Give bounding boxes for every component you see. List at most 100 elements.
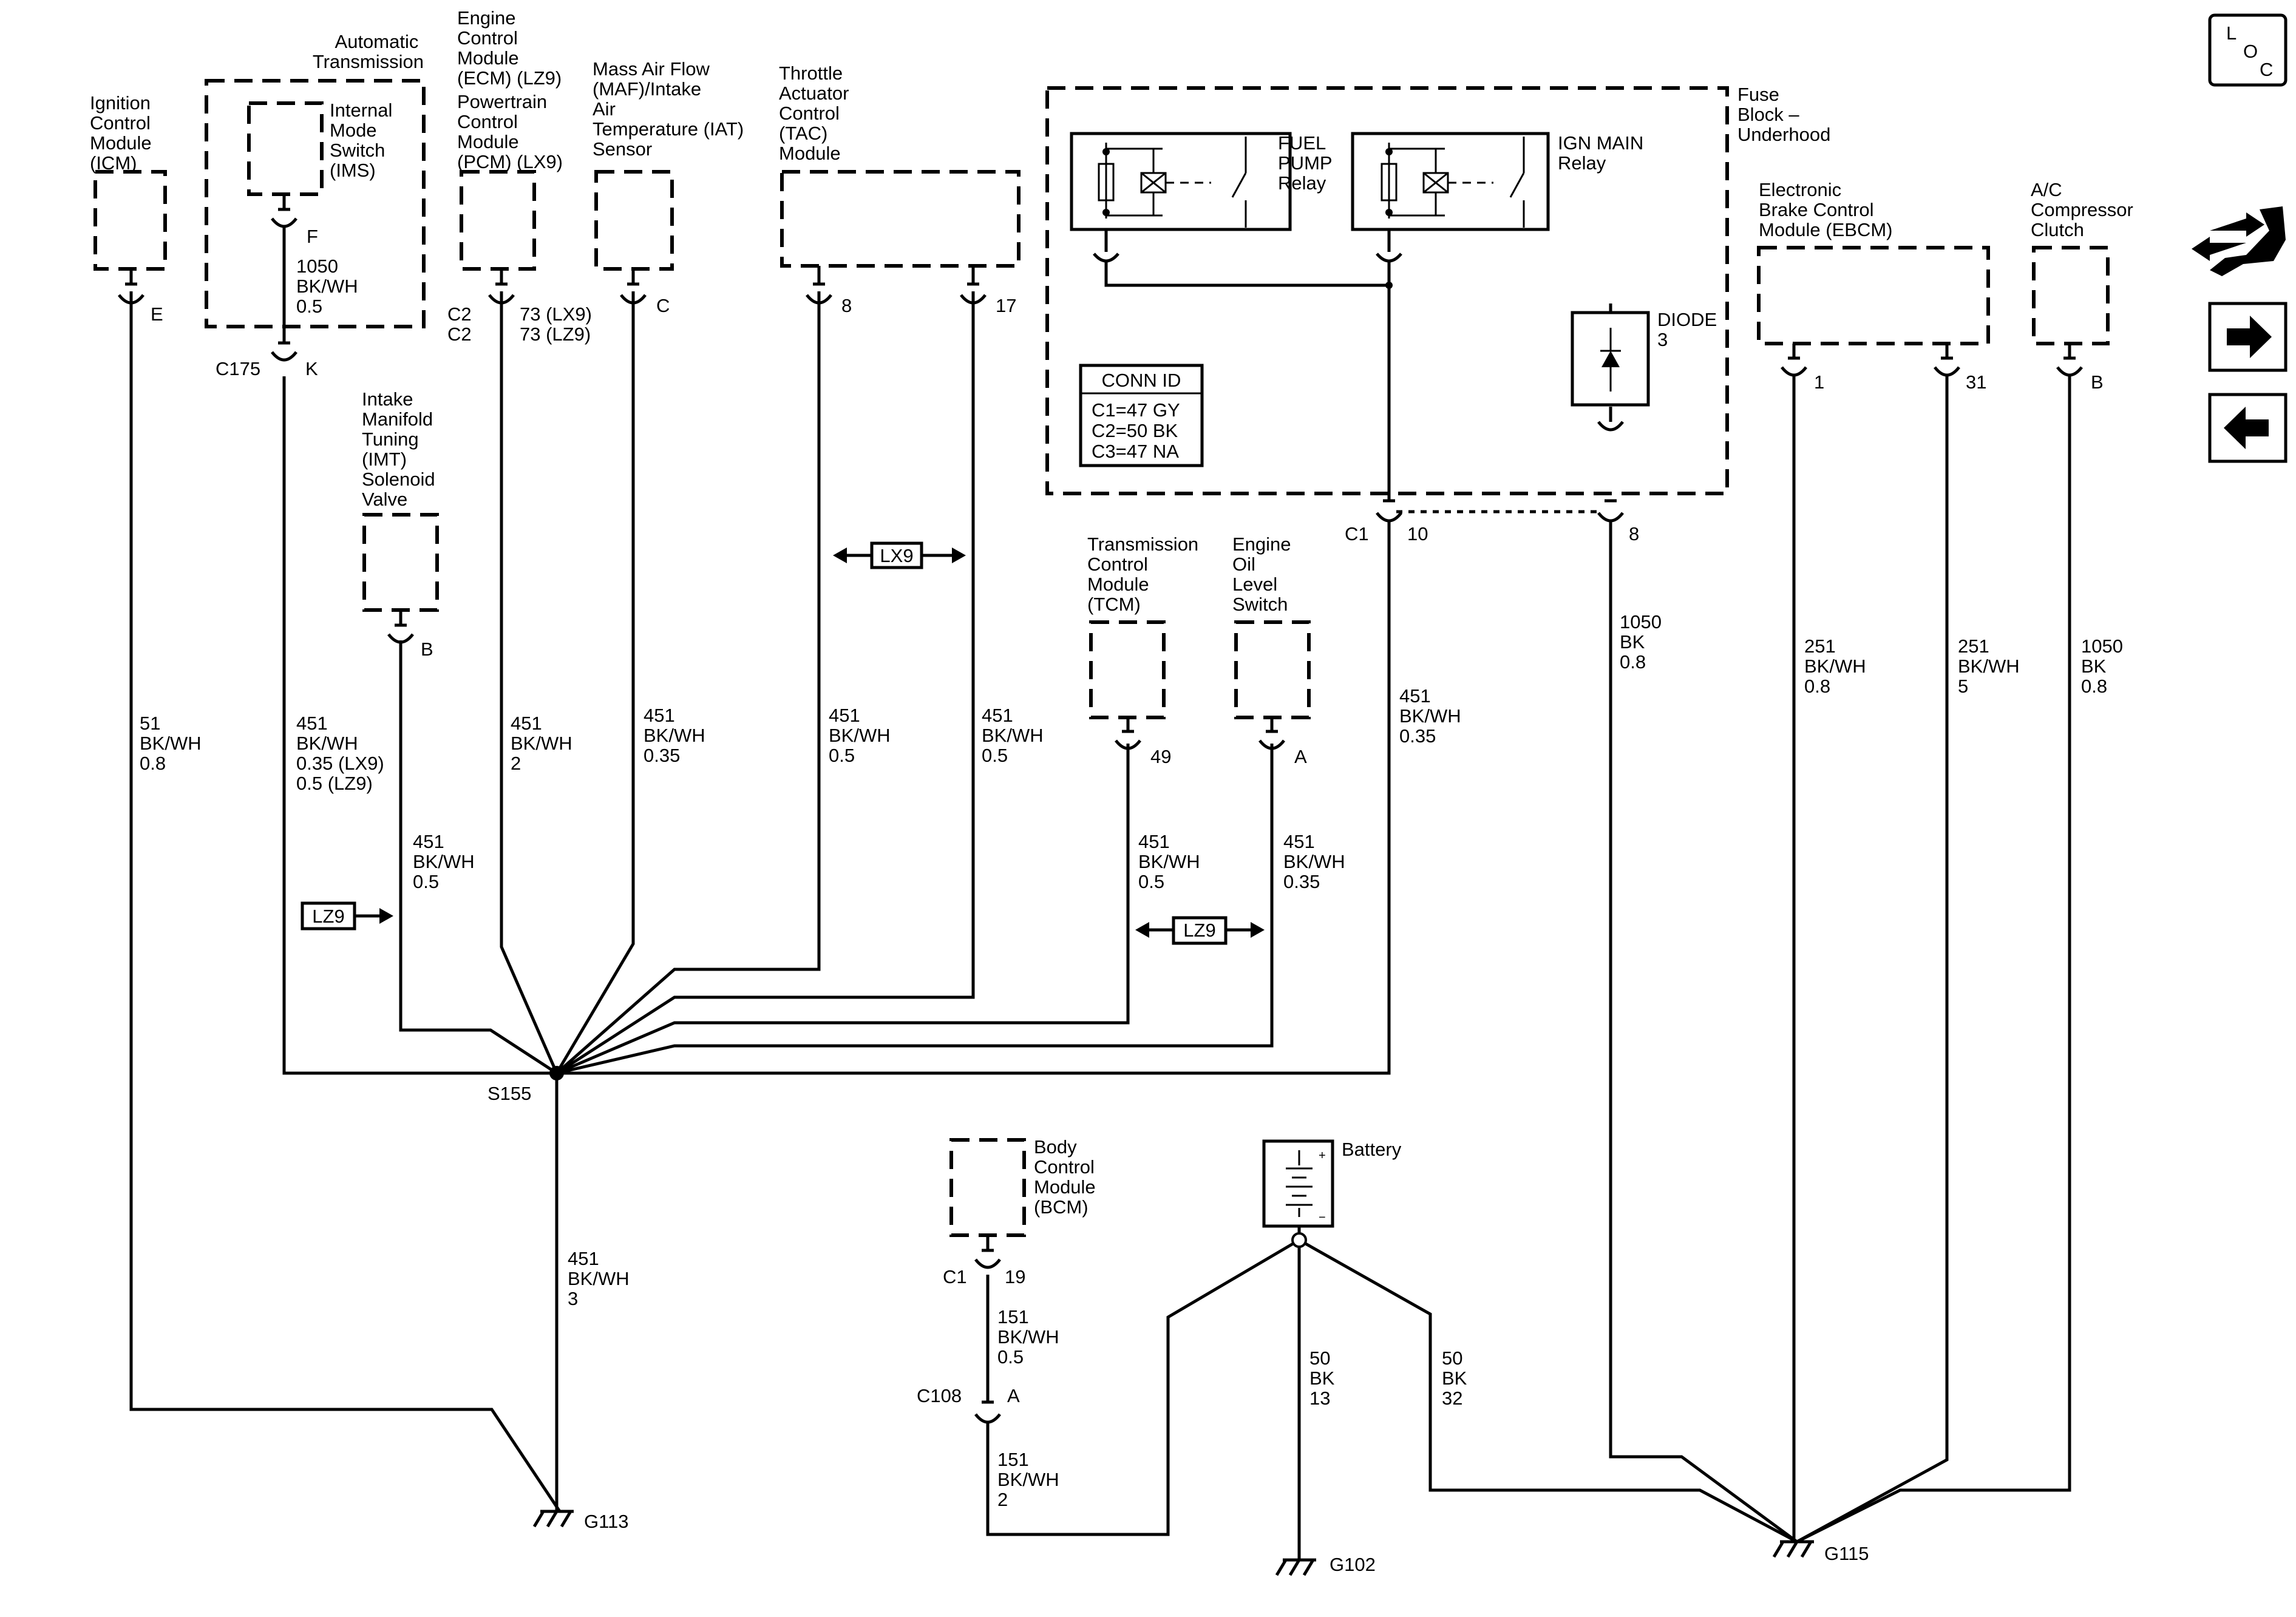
wire-label-maf: 451 BK/WH 0.35 (644, 705, 710, 766)
ims-label: Internal Mode Switch (IMS) (330, 100, 398, 181)
wire-ebcm-31 (1796, 376, 1949, 1544)
wire-label-ims: 1050 BK/WH 0.5 (296, 256, 363, 317)
wire-ac (1796, 376, 2071, 1544)
wire-label-battery-32: 50 BK 32 (1442, 1348, 1472, 1409)
automatic-transmission-label: Automatic Transmission (313, 31, 424, 72)
icm-box (93, 170, 167, 271)
pin-icm: E (151, 303, 163, 325)
tac-box (780, 170, 1021, 268)
pin-c108-a: A (1007, 1385, 1020, 1406)
prev-page-button[interactable] (2208, 393, 2288, 463)
pin-fuse-c1: C1 (1345, 523, 1369, 544)
pin-c175-k: K (305, 358, 318, 379)
icm-label: Ignition Control Module (ICM) (90, 92, 157, 174)
wire-label-ac: 1050 BK 0.8 (2081, 636, 2128, 697)
ground-g115-label: G115 (1824, 1543, 1869, 1564)
wire-ecm (500, 291, 559, 1074)
ecm-label: Engine Control Module (ECM) (LZ9) Powert… (457, 7, 567, 172)
wire-tac-8 (555, 291, 821, 1074)
pin-tac-17: 17 (996, 295, 1016, 316)
battery: + − (1262, 1139, 1334, 1248)
next-page-button[interactable] (2208, 302, 2288, 372)
ground-g102: G102 (1275, 1554, 1376, 1576)
oil-level-box (1234, 620, 1311, 719)
pin-ecm-conn: C2 C2 (447, 303, 477, 345)
diode-label: DIODE 3 (1657, 309, 1722, 350)
imt-label: Intake Manifold Tuning (IMT) Solenoid Va… (362, 388, 440, 510)
pin-bcm-conn: C1 (943, 1266, 967, 1287)
pin-maf: C (656, 295, 670, 316)
tcm-label: Transmission Control Module (TCM) (1087, 534, 1204, 615)
pin-oil: A (1294, 746, 1307, 767)
arrow-left-icon (2224, 407, 2269, 449)
pin-ebcm-1: 1 (1814, 371, 1824, 393)
automatic-transmission-box (205, 79, 426, 328)
ground-g115: G115 (1772, 1540, 1869, 1564)
wire-label-ecm: 451 BK/WH 2 (511, 713, 577, 774)
fuse-block-box (1045, 86, 1729, 495)
imt-box (362, 513, 439, 612)
option-lx9-label: LX9 (880, 545, 913, 566)
pin-fuse-8: 8 (1629, 523, 1639, 544)
splice-s155 (549, 1066, 564, 1080)
maf-label: Mass Air Flow (MAF)/Intake Air Temperatu… (593, 58, 749, 160)
bcm-box (949, 1138, 1026, 1237)
pin-imt: B (421, 639, 433, 660)
tcm-box (1089, 620, 1166, 719)
ground-g113: G113 (532, 1510, 629, 1532)
wire-label-bcm-lower: 151 BK/WH 2 (997, 1449, 1064, 1510)
pin-tac-8: 8 (841, 295, 852, 316)
wire-label-s155: 451 BK/WH 3 (568, 1248, 634, 1309)
conn-id-line: C1=47 GY (1092, 399, 1180, 421)
conn-id-title: CONN ID (1102, 370, 1181, 391)
svg-text:C: C (2260, 59, 2273, 80)
pin-c175: C175 (216, 358, 260, 379)
pin-ecm: 73 (LX9) 73 (LZ9) (520, 303, 597, 345)
option-lz9-label: LZ9 (312, 906, 344, 927)
wire-label-tac-8: 451 BK/WH 0.5 (829, 705, 895, 766)
wire-label-tcm: 451 BK/WH 0.5 (1138, 831, 1205, 892)
wire-oil-level (556, 744, 1274, 1075)
wire-label-bcm-upper: 151 BK/WH 0.5 (997, 1306, 1064, 1368)
maf-box (594, 170, 674, 271)
connector-symbols (118, 194, 2083, 1424)
pin-ac: B (2091, 371, 2104, 393)
option-tag-lz9-left: LZ9 (301, 901, 393, 931)
svg-text:O: O (2243, 41, 2258, 62)
loc-button[interactable]: L O C (2208, 13, 2288, 87)
pin-labels: E F C175 K C2 C2 73 (LX9) 73 (LZ9) C 8 1… (151, 226, 2104, 1406)
wire-label-tac-17: 451 BK/WH 0.5 (982, 705, 1048, 766)
wire-fuse-c1-10 (557, 522, 1391, 1075)
option-tag-lx9: LX9 (833, 541, 966, 569)
ebcm-label: Electronic Brake Control Module (EBCM) (1759, 179, 1893, 240)
pin-tcm: 49 (1150, 746, 1171, 767)
wires (129, 228, 2071, 1560)
wire-bcm-lower (986, 1238, 1300, 1536)
pin-ims: F (307, 226, 318, 247)
wire-tac-17 (555, 291, 975, 1075)
wire-label-icm: 51 BK/WH 0.8 (140, 713, 206, 774)
connector-icon[interactable] (2192, 206, 2286, 276)
wire-fuse-internal (1104, 261, 1389, 287)
wire-label-fuse: 451 BK/WH 0.35 (1399, 685, 1466, 747)
fuse-block-label: Fuse Block – Underhood (1737, 84, 1830, 145)
bcm-label: Body Control Module (BCM) (1034, 1136, 1101, 1218)
ground-g102-label: G102 (1330, 1554, 1376, 1575)
ign-main-relay-label: IGN MAIN Relay (1558, 132, 1649, 174)
pin-bcm: 19 (1005, 1266, 1025, 1287)
wire-label-c175: 451 BK/WH 0.35 (LX9) 0.5 (LZ9) (296, 713, 389, 794)
ebcm-box (1757, 246, 1990, 345)
conn-id-table: CONN ID C1=47 GY C2=50 BK C3=47 NA (1079, 364, 1204, 467)
wire-imt (399, 640, 558, 1075)
wire-label-diode: 1050 BK 0.8 (1620, 611, 1667, 673)
ecm-box (460, 170, 536, 271)
component-labels: Ignition Control Module (ICM) Automatic … (90, 7, 2133, 1218)
wire-label-ebcm-31: 251 BK/WH 5 (1958, 636, 2025, 697)
splice-s155-label: S155 (487, 1083, 531, 1104)
pin-fuse-10: 10 (1407, 523, 1428, 544)
diode (1571, 311, 1650, 407)
fuel-pump-relay-label: FUEL PUMP Relay (1278, 132, 1337, 194)
wire-tcm (556, 744, 1130, 1075)
wire-battery-g115 (1298, 1238, 1798, 1544)
wire-maf (555, 291, 635, 1074)
